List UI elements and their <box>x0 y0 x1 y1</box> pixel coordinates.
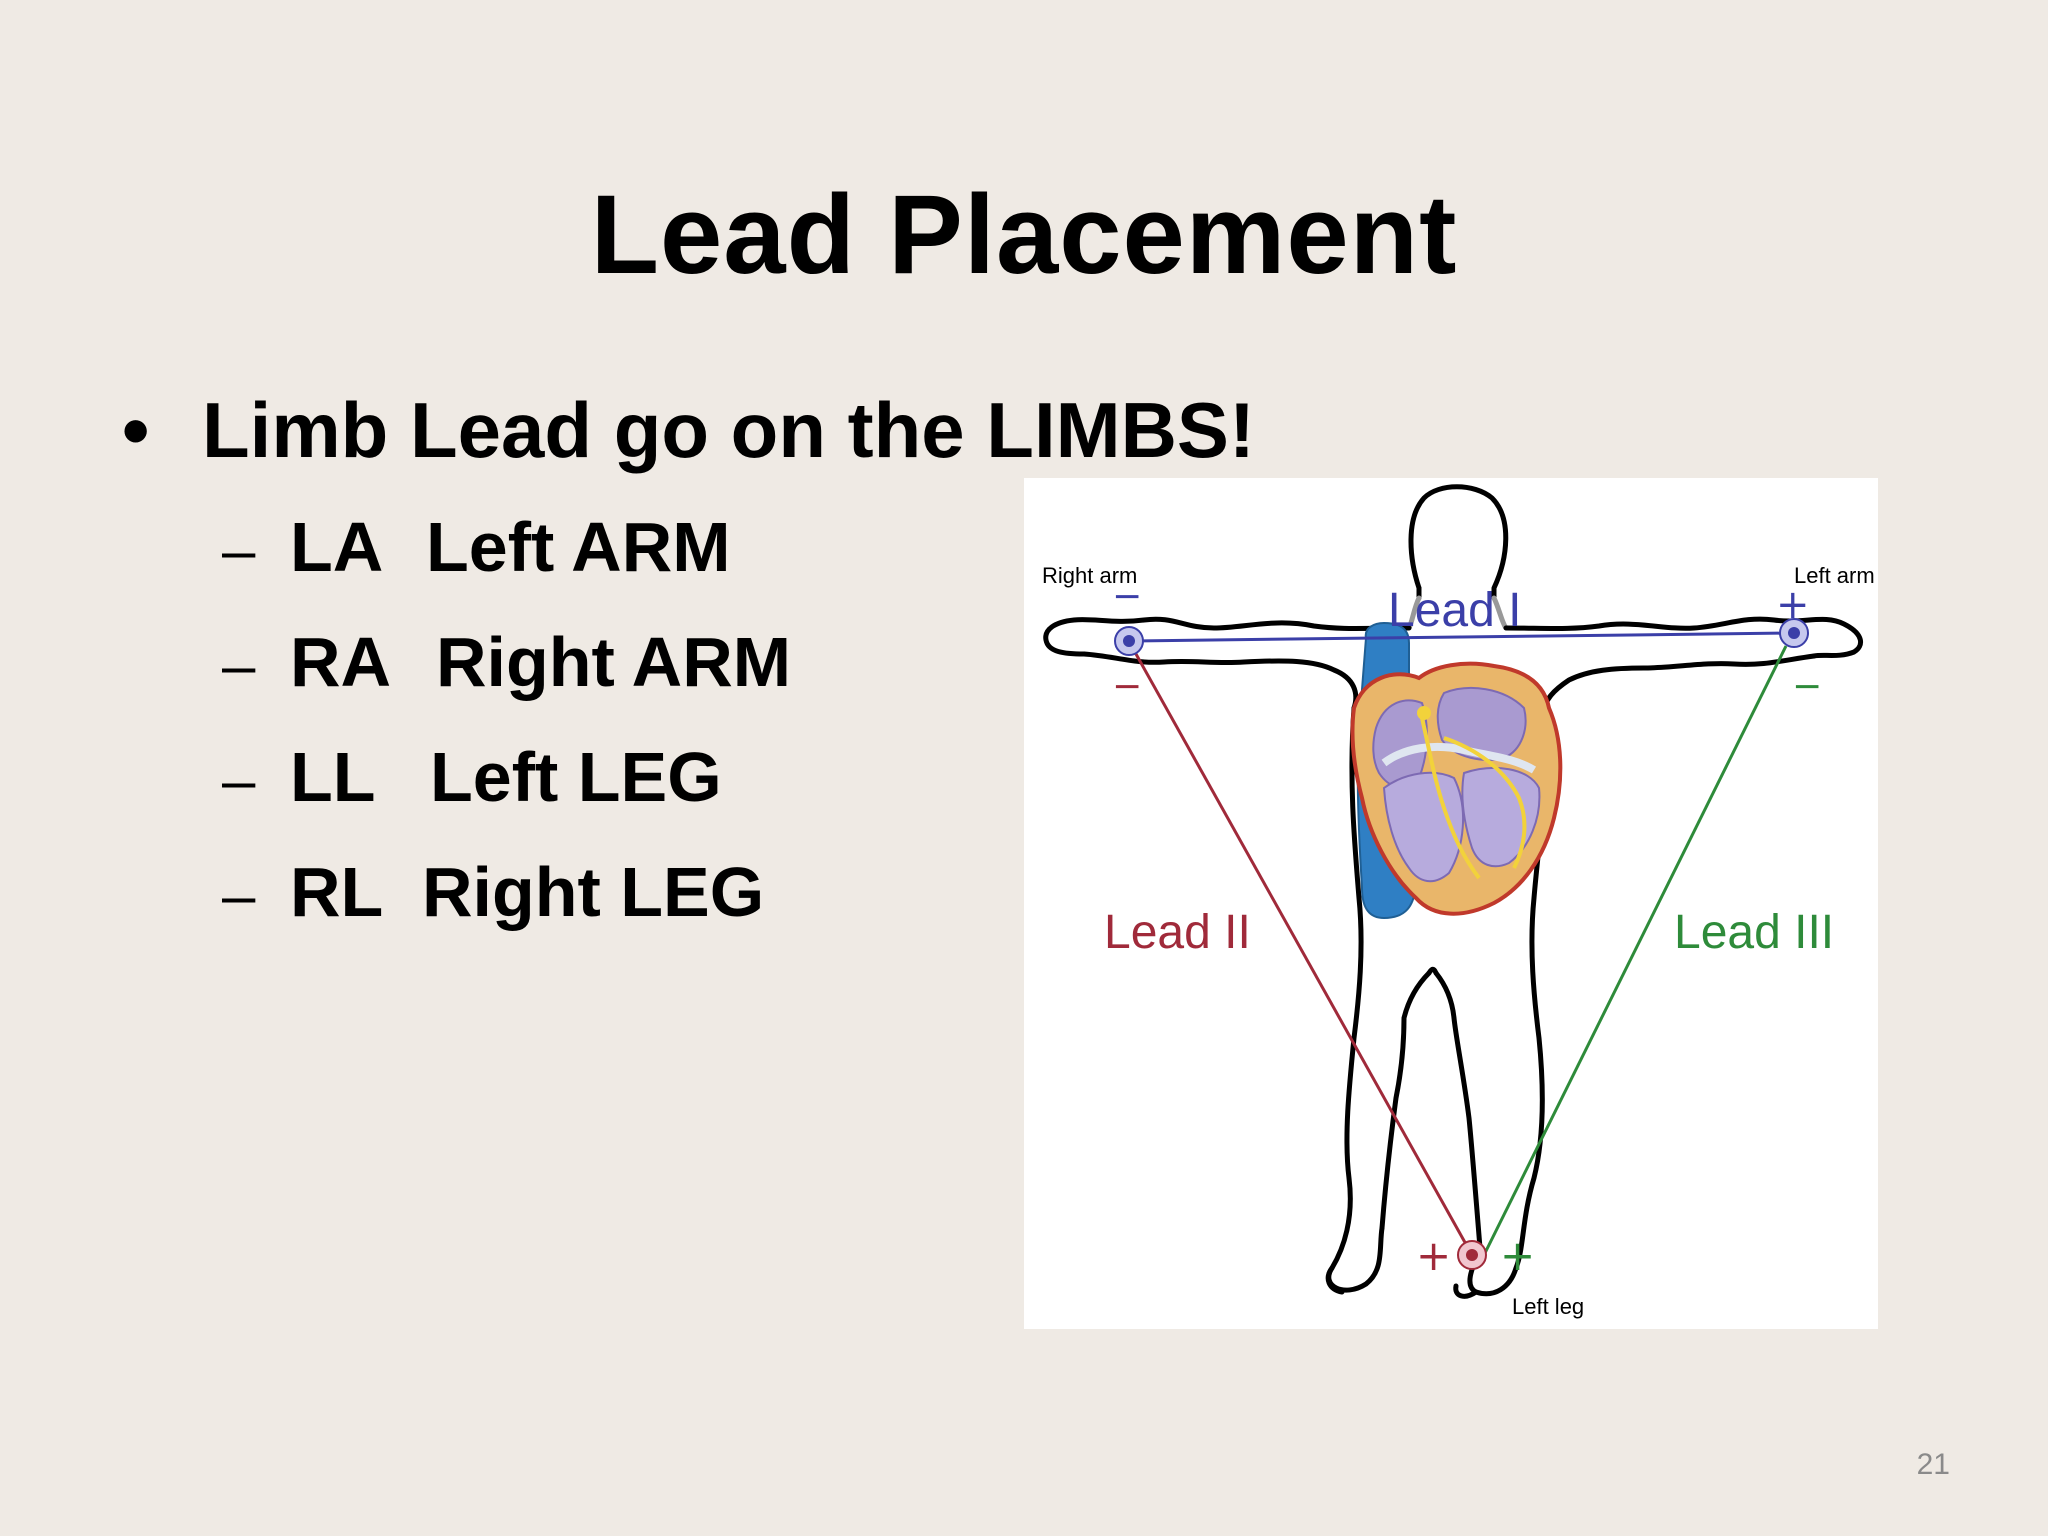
sub-item-rl: –RL Right LEG <box>222 847 764 941</box>
lead-iii-label: Lead III <box>1674 906 1834 959</box>
sub-item-abbr: LL <box>290 738 376 816</box>
main-bullet-text: Limb Lead go on the LIMBS! <box>202 386 1255 474</box>
right-arm-lead-i-minus: − <box>1112 576 1142 617</box>
electrode-right-arm <box>1114 626 1144 656</box>
right-arm-lead-ii-minus: − <box>1112 666 1142 707</box>
sub-item-label: Left ARM <box>426 508 731 586</box>
lead-i-line <box>1128 631 1795 643</box>
sub-item-label: Right ARM <box>436 623 792 701</box>
lead-iii-line <box>1482 645 1788 1256</box>
page-number: 21 <box>1916 1448 1950 1481</box>
sub-marker: – <box>222 632 256 699</box>
lead-ii-label: Lead II <box>1104 906 1251 959</box>
electrode-left-leg <box>1457 1240 1487 1270</box>
sub-item-abbr: RL <box>290 853 384 931</box>
sub-item-ll: –LL Left LEG <box>222 732 722 826</box>
einthoven-diagram: Right arm Left arm Left leg Lead I Lead … <box>1042 484 1875 1319</box>
left-leg-label: Left leg <box>1512 1294 1584 1319</box>
sub-item-la: –LA Left ARM <box>222 502 731 596</box>
right-arm-label: Right arm <box>1042 563 1137 588</box>
left-leg-lead-ii-plus: + <box>1416 1231 1451 1280</box>
left-arm-label: Left arm <box>1794 563 1875 588</box>
left-arm-lead-iii-minus: − <box>1792 666 1822 707</box>
bullet-marker: • <box>122 386 150 474</box>
einthoven-triangle-figure: Right arm Left arm Left leg Lead I Lead … <box>1024 478 1878 1329</box>
main-bullet: • Limb Lead go on the LIMBS! <box>122 380 1255 480</box>
body-outline <box>1043 484 1863 1299</box>
sub-marker: – <box>222 862 256 929</box>
sub-item-abbr: RA <box>290 623 392 701</box>
sub-item-ra: –RA Right ARM <box>222 617 791 711</box>
left-leg-lead-iii-plus: + <box>1500 1231 1535 1280</box>
left-arm-lead-i-plus: + <box>1776 582 1810 628</box>
lead-i-label: Lead I <box>1388 584 1521 637</box>
sub-item-label: Left LEG <box>430 738 722 816</box>
slide-title: Lead Placement <box>590 172 1458 297</box>
sub-marker: – <box>222 517 256 584</box>
sub-item-abbr: LA <box>290 508 384 586</box>
sub-item-label: Right LEG <box>422 853 765 931</box>
heart <box>1350 661 1563 916</box>
electrode-left-arm <box>1779 618 1809 648</box>
sub-marker: – <box>222 747 256 814</box>
lead-ii-line <box>1134 653 1474 1256</box>
